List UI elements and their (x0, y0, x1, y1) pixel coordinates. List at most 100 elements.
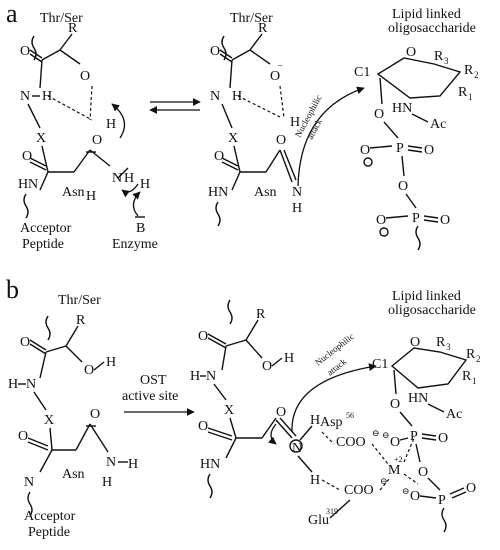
svg-text:HN: HN (200, 457, 220, 472)
glu-coo: COO (344, 483, 374, 498)
panel-b-c1: C1 (372, 357, 388, 372)
panel-a-thr-ser-left: Thr/Ser (40, 11, 83, 26)
svg-text:N: N (28, 177, 38, 192)
panel-a-lipid-title-2: oligosaccharide (388, 21, 476, 36)
svg-text:O: O (198, 329, 208, 344)
svg-text:O: O (20, 335, 30, 350)
glu-number: 319 (326, 507, 338, 516)
svg-text:N: N (24, 475, 34, 490)
panel-b-p1: P (410, 429, 418, 444)
svg-text:⊖: ⊖ (382, 430, 390, 440)
panel-b-x-left: X (44, 413, 54, 428)
svg-text:H: H (310, 413, 320, 428)
panel-b-peptide: Peptide (28, 525, 70, 540)
asp-coo: COO (336, 435, 366, 450)
panel-b-thr-ser: Thr/Ser (58, 293, 101, 308)
svg-text:O: O (276, 405, 286, 420)
svg-text:O: O (406, 45, 416, 60)
svg-text:H: H (232, 89, 242, 104)
panel-b: b Thr/Ser O R O H H N X O N (6, 275, 481, 540)
svg-text:O: O (418, 465, 428, 480)
panel-a-lipid-title-1: Lipid linked (392, 7, 461, 22)
panel-b-lipid-title-1: Lipid linked (392, 289, 461, 304)
panel-b-ac: Ac (446, 407, 462, 422)
svg-text:O: O (398, 179, 408, 194)
svg-text:O: O (410, 489, 420, 504)
panel-a: a Thr/Ser O R O N H X O H N (6, 0, 479, 252)
asp-number: 56 (346, 411, 354, 420)
svg-text:O: O (276, 133, 286, 148)
svg-text:O: O (80, 69, 90, 84)
svg-text:O: O (22, 149, 32, 164)
panel-a-r-right: R (258, 21, 268, 36)
panel-b-r1: R (462, 369, 472, 384)
panel-b-r-left: R (76, 313, 86, 328)
svg-text:–: – (277, 60, 283, 70)
svg-text:O: O (424, 143, 434, 158)
active-site-label: active site (122, 389, 178, 404)
panel-a-right-structure: Thr/Ser O R O – N H X O HN O (208, 11, 365, 227)
svg-text:H: H (106, 355, 116, 370)
svg-text:H: H (124, 171, 134, 186)
svg-text:O: O (410, 335, 420, 350)
svg-text:H: H (102, 475, 112, 490)
svg-text:O: O (374, 107, 384, 122)
svg-text:O: O (214, 149, 224, 164)
svg-text:O: O (198, 419, 208, 434)
equilibrium-arrows (149, 98, 201, 114)
svg-text:O: O (360, 143, 370, 158)
panel-a-r1: R (458, 85, 468, 100)
svg-text:O: O (466, 481, 476, 496)
ost-reaction-arrow: OST active site (122, 373, 195, 416)
svg-text:H: H (18, 177, 28, 192)
svg-text:1: 1 (472, 376, 477, 386)
svg-text:H: H (190, 369, 200, 384)
svg-text:N: N (112, 171, 122, 186)
asp-label: Asp (320, 415, 343, 430)
panel-a-left-structure: Thr/Ser O R O N H X O H N O (18, 11, 158, 252)
svg-text:HN: HN (208, 185, 228, 200)
panel-a-hn: HN (392, 101, 412, 116)
panel-b-lipid-oligosaccharide: Lipid linked oligosaccharide O C1 R 3 R … (372, 289, 481, 533)
panel-a-r-left: R (68, 21, 78, 36)
svg-text:⊖: ⊖ (380, 476, 388, 486)
panel-a-x-right: X (228, 131, 238, 146)
panel-b-letter: b (6, 275, 19, 304)
panel-a-r2: R (464, 63, 474, 78)
svg-text:2: 2 (474, 70, 479, 80)
svg-text:H: H (290, 115, 300, 130)
svg-text:H: H (284, 351, 294, 366)
panel-b-left-structure: Thr/Ser O R O H H N X O N (8, 293, 138, 540)
svg-text:N: N (106, 455, 116, 470)
svg-text:O: O (18, 429, 28, 444)
svg-text:⊖: ⊖ (372, 428, 380, 438)
svg-text:N: N (210, 89, 220, 104)
svg-text:N: N (292, 185, 302, 200)
panel-a-acceptor: Acceptor (20, 221, 72, 236)
svg-text:N: N (20, 89, 30, 104)
panel-a-base: B (136, 221, 145, 236)
svg-text:O: O (92, 133, 102, 148)
panel-a-c1: C1 (354, 65, 370, 80)
panel-b-r3: R (436, 335, 446, 350)
panel-b-r2: R (466, 347, 476, 362)
svg-text:O: O (20, 44, 30, 59)
panel-a-letter: a (6, 0, 18, 28)
svg-text:O: O (440, 213, 450, 228)
svg-text:O: O (210, 44, 220, 59)
panel-b-hn: HN (408, 391, 428, 406)
svg-text:2: 2 (476, 354, 481, 364)
panel-b-lipid-title-2: oligosaccharide (388, 303, 476, 318)
svg-text:H: H (86, 189, 96, 204)
panel-b-acceptor: Acceptor (24, 509, 76, 524)
svg-text:H: H (140, 177, 150, 192)
svg-text:O: O (438, 431, 448, 446)
panel-a-asn-left: Asn (62, 185, 85, 200)
svg-text:O: O (376, 213, 386, 228)
panel-a-r3: R (434, 49, 444, 64)
panel-b-right-structure: O R O H H N X O HN O (190, 299, 377, 499)
panel-b-p2: P (438, 493, 446, 508)
panel-b-x-right: X (224, 403, 234, 418)
svg-text:O: O (90, 407, 100, 422)
